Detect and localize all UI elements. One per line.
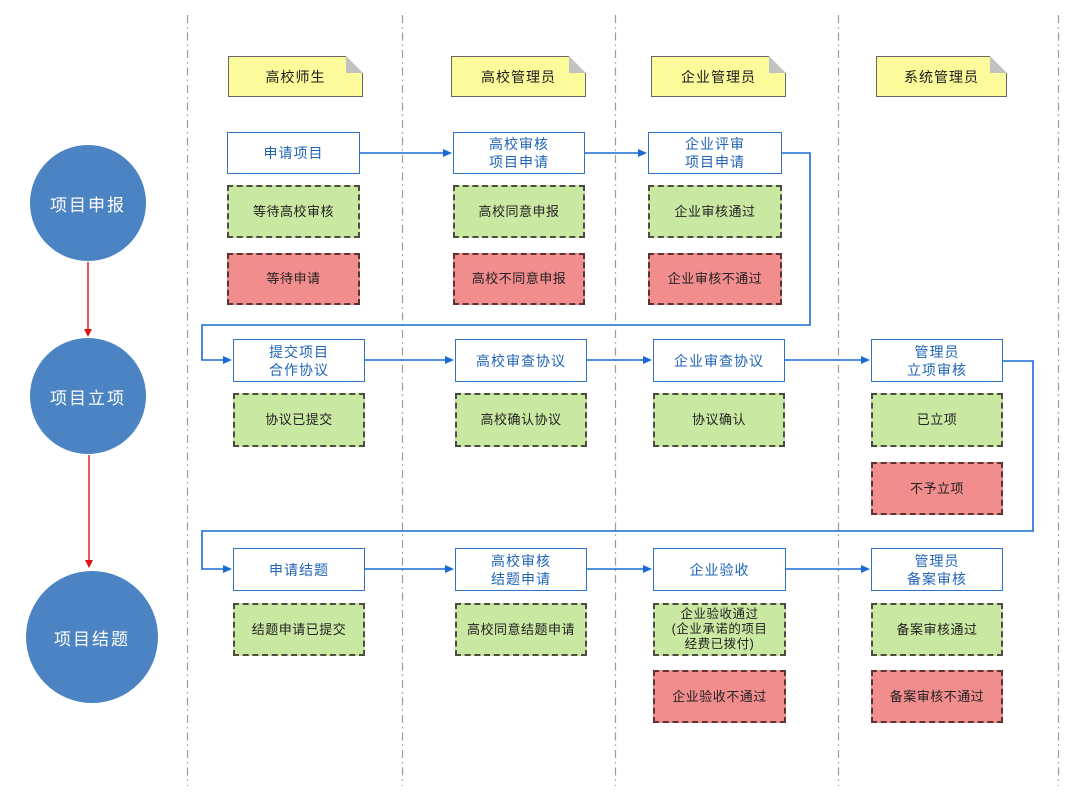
status-enterprise-review-passed: 企业审核通过: [648, 185, 782, 238]
process-university-review-closure: 高校审核 结题申请: [455, 548, 587, 591]
status-project-not-approved: 不予立项: [871, 462, 1003, 515]
lane-header-label: 系统管理员: [904, 68, 979, 85]
lane-header-university-staff: 高校师生: [228, 56, 363, 97]
stage-label: 项目结题: [54, 629, 130, 649]
status-agreement-confirmed: 协议确认: [653, 393, 785, 447]
lane-header-enterprise-admin: 企业管理员: [651, 56, 786, 97]
process-admin-filing-review: 管理员 备案审核: [871, 548, 1003, 591]
process-submit-cooperation-agreement: 提交项目 合作协议: [233, 339, 365, 382]
status-enterprise-acceptance-failed: 企业验收不通过: [653, 670, 786, 723]
status-waiting-application: 等待申请: [227, 253, 360, 305]
status-agreement-submitted: 协议已提交: [233, 393, 365, 447]
status-university-rejected-declaration: 高校不同意申报: [453, 253, 585, 305]
process-university-review-application: 高校审核 项目申请: [453, 132, 585, 174]
stage-label: 项目立项: [50, 388, 126, 408]
status-project-approved: 已立项: [871, 393, 1003, 447]
folded-corner-icon: [569, 56, 586, 73]
status-waiting-university-review: 等待高校审核: [227, 185, 360, 238]
lane-header-label: 高校管理员: [481, 68, 556, 85]
lane-header-label: 企业管理员: [681, 68, 756, 85]
process-admin-approval-review: 管理员 立项审核: [871, 339, 1003, 382]
lane-header-university-admin: 高校管理员: [451, 56, 586, 97]
stage-project-approval: 项目立项: [30, 338, 146, 454]
process-enterprise-acceptance: 企业验收: [653, 548, 786, 591]
status-filing-review-failed: 备案审核不通过: [871, 670, 1003, 723]
status-university-confirmed-agreement: 高校确认协议: [455, 393, 587, 447]
process-enterprise-review-agreement: 企业审查协议: [653, 339, 785, 382]
status-university-approved-declaration: 高校同意申报: [453, 185, 585, 238]
stage-project-application: 项目申报: [30, 145, 146, 261]
folded-corner-icon: [769, 56, 786, 73]
process-enterprise-review-application: 企业评审 项目申请: [648, 132, 782, 174]
status-closure-application-submitted: 结题申请已提交: [233, 603, 365, 656]
process-apply-project: 申请项目: [227, 132, 360, 174]
folded-corner-icon: [990, 56, 1007, 73]
lane-header-label: 高校师生: [265, 68, 326, 85]
process-university-review-agreement: 高校审查协议: [455, 339, 587, 382]
status-enterprise-acceptance-passed: 企业验收通过 (企业承诺的项目 经费已拨付): [653, 603, 786, 656]
process-apply-closure: 申请结题: [233, 548, 365, 591]
status-enterprise-review-failed: 企业审核不通过: [648, 253, 782, 305]
status-university-approved-closure: 高校同意结题申请: [455, 603, 587, 656]
stage-project-closure: 项目结题: [26, 571, 158, 703]
stage-label: 项目申报: [50, 195, 126, 215]
folded-corner-icon: [346, 56, 363, 73]
lane-header-system-admin: 系统管理员: [876, 56, 1007, 97]
status-filing-review-passed: 备案审核通过: [871, 603, 1003, 656]
